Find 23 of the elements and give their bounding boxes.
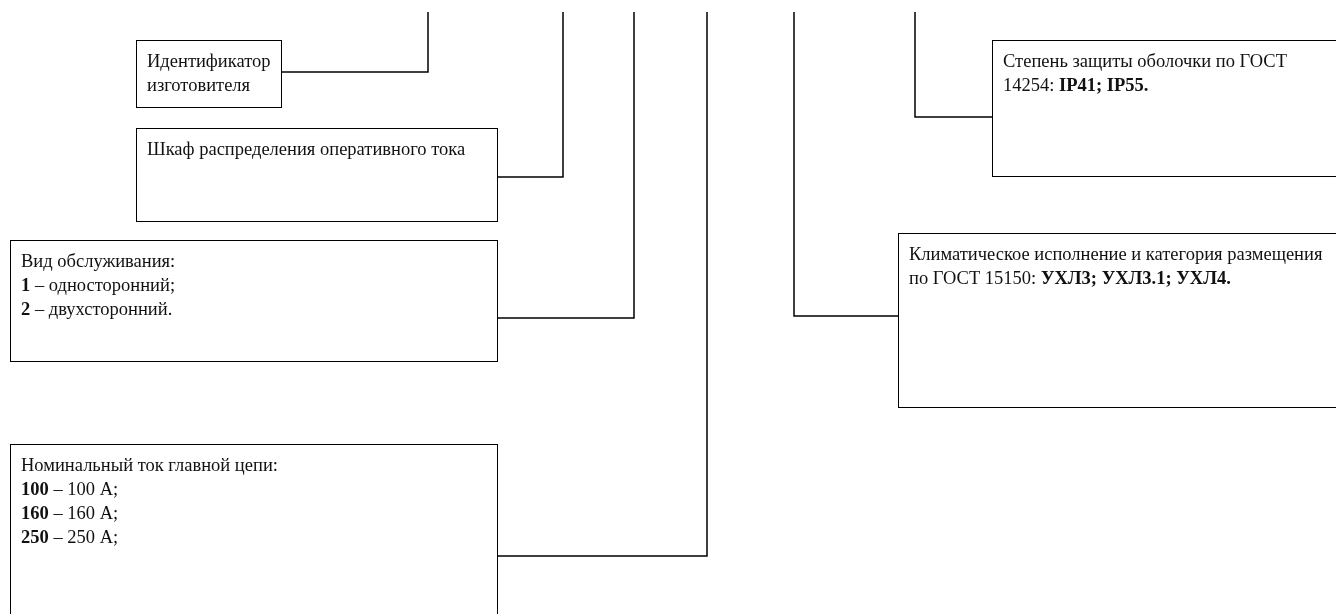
box-text: Климатическое исполнение и категория размещения по ГОСТ 15150: УХЛ3; УХЛ3.1; УХЛ4. — [909, 243, 1324, 290]
leader-line — [793, 11, 899, 317]
box-text: Шкаф распределения оперативного тока — [147, 138, 467, 161]
text-box — [992, 40, 1336, 177]
text-box — [136, 128, 498, 222]
leader-line — [497, 11, 635, 319]
text-box — [136, 40, 282, 108]
box-text: Вид обслуживания: — [21, 250, 177, 273]
box-text: 160 – 160 А; — [21, 502, 120, 525]
box-text: 2 – двухсторонний. — [21, 298, 174, 321]
leader-line — [914, 11, 993, 118]
box-text: Номинальный ток главной цепи: — [21, 454, 279, 477]
box-text: 1 – односторонний; — [21, 274, 177, 297]
leader-line — [281, 11, 429, 73]
leader-line — [497, 11, 564, 178]
box-text: 250 – 250 А; — [21, 526, 120, 549]
text-box — [10, 444, 498, 614]
text-box — [898, 233, 1336, 408]
leader-line — [497, 11, 708, 557]
box-text: Степень защиты оболочки по ГОСТ 14254: IP41; IP55. — [1003, 50, 1288, 97]
box-text: Идентификатор изготовителя — [147, 50, 271, 97]
text-box — [10, 240, 498, 362]
box-text: 100 – 100 А; — [21, 478, 120, 501]
